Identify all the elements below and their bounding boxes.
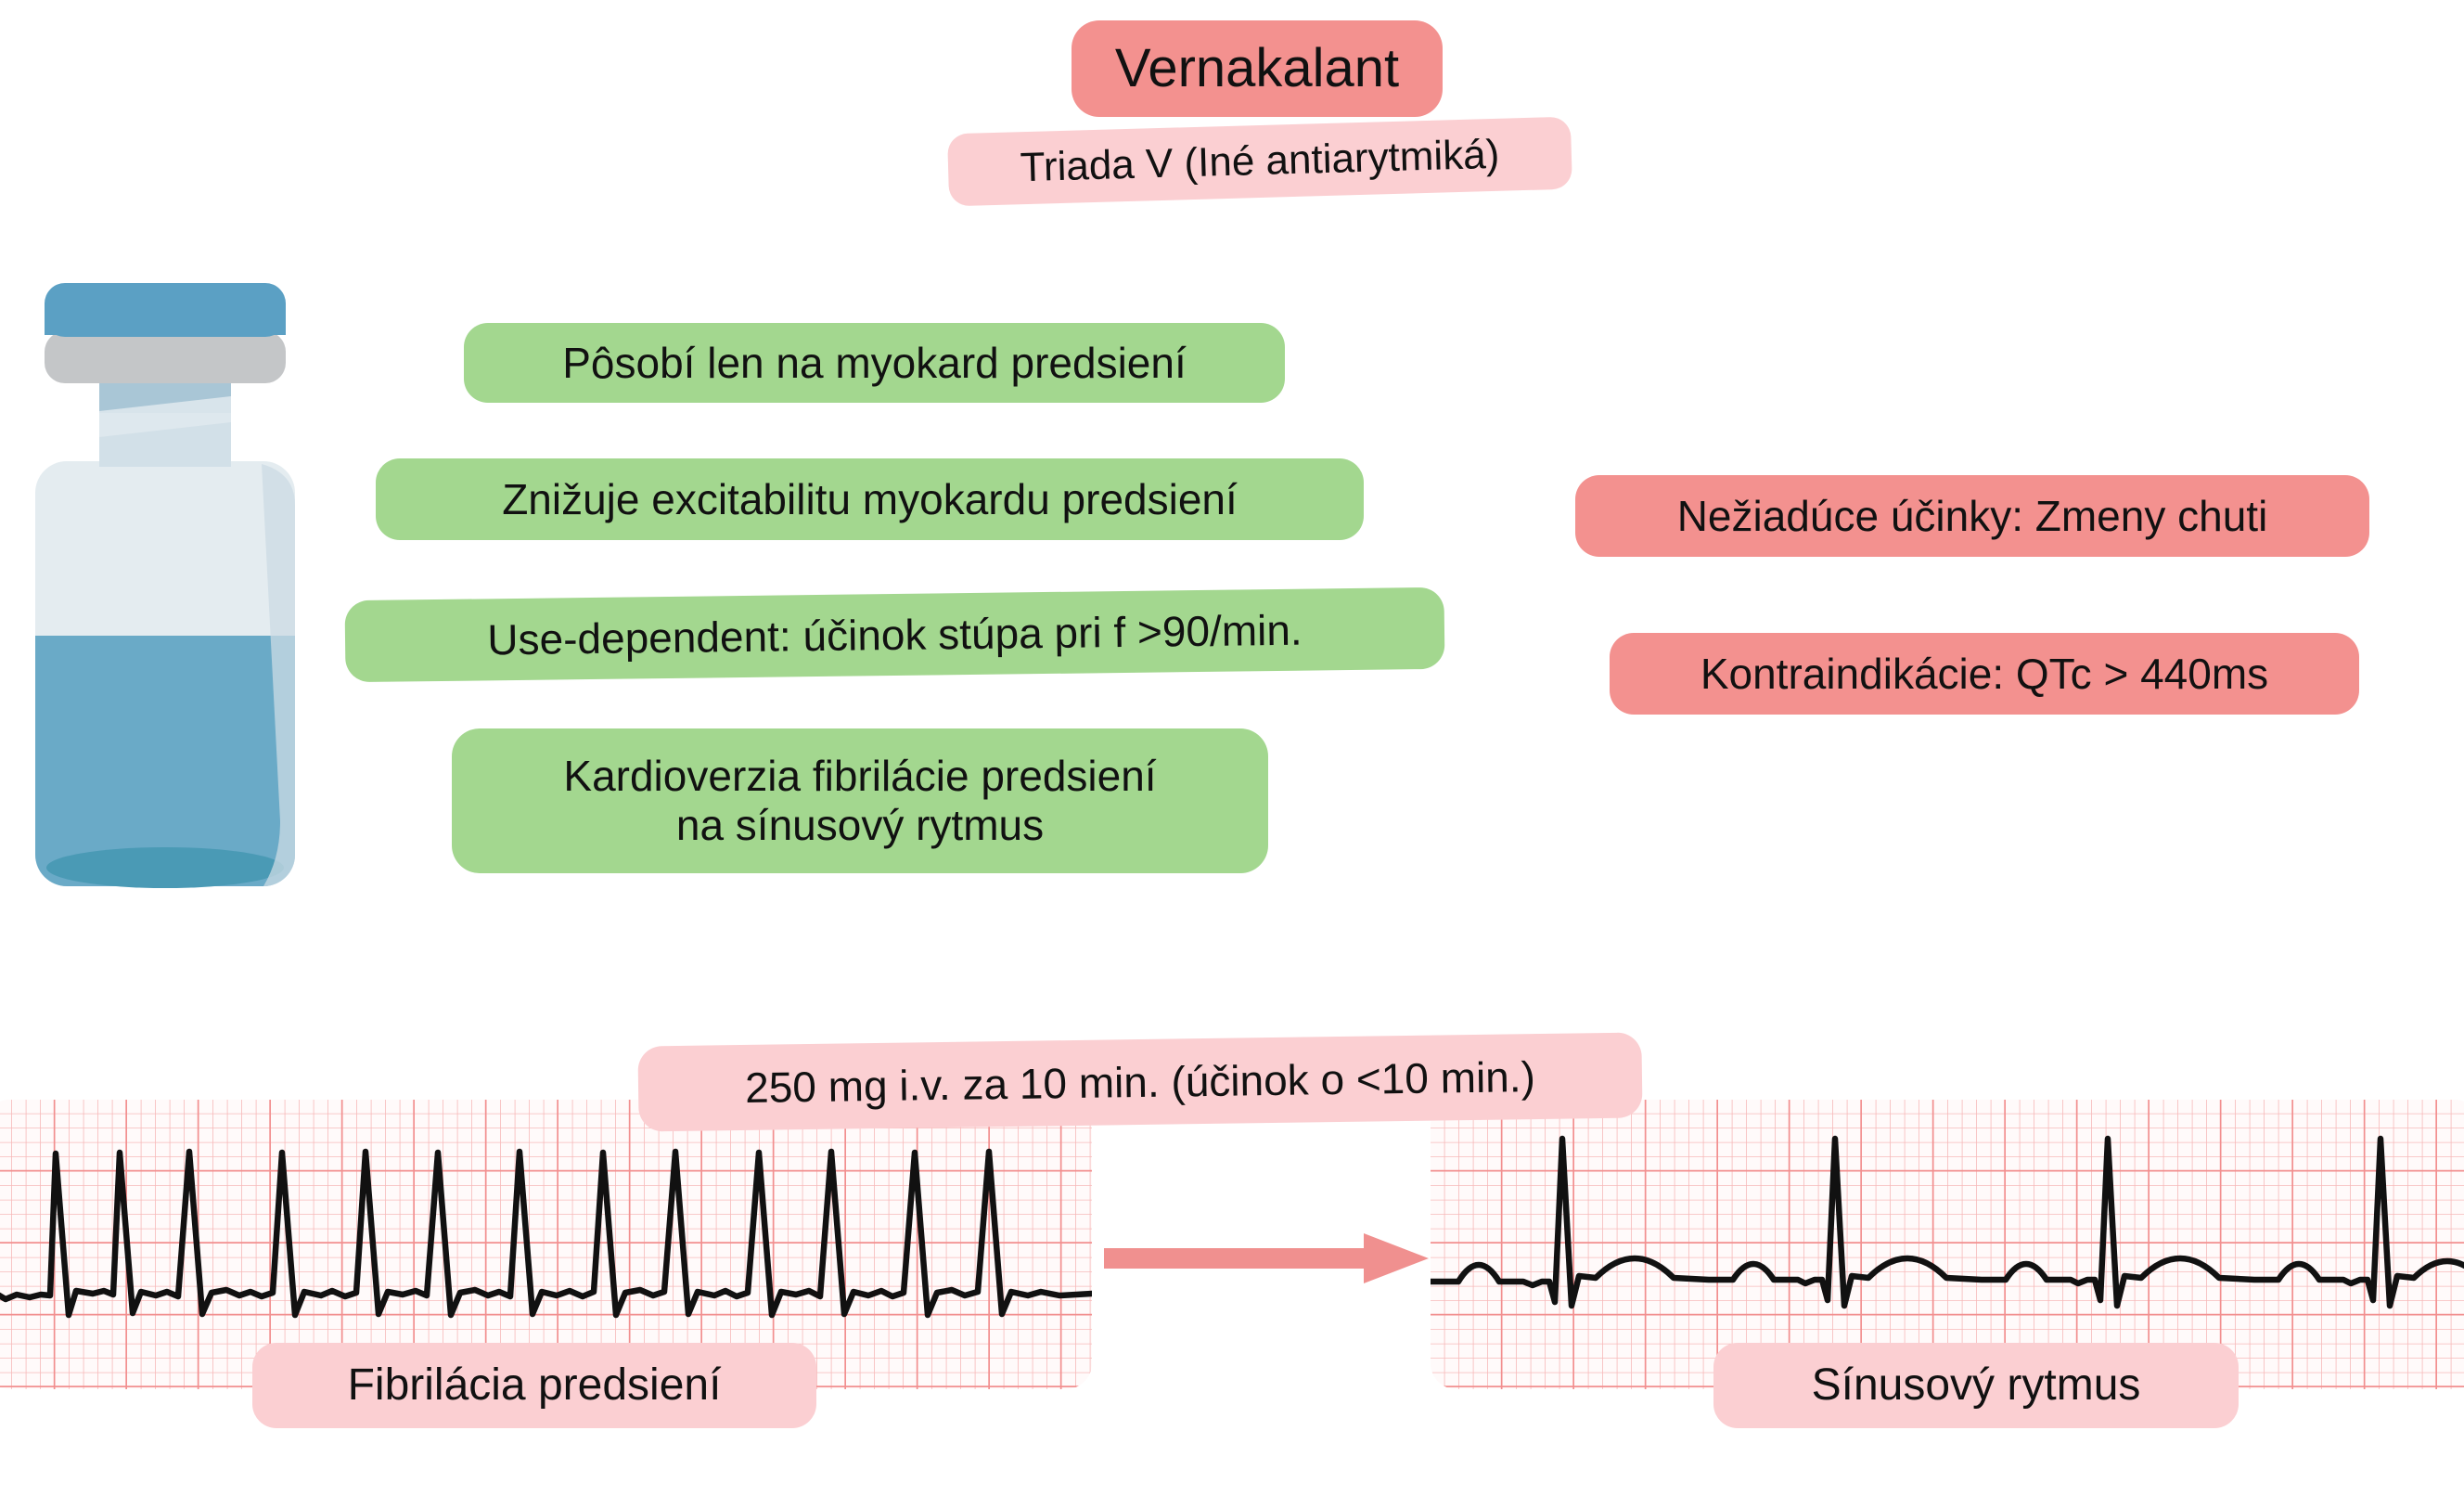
ecg-after-label: Sínusový rytmus: [1713, 1343, 2239, 1428]
adverse-effects-label: Nežiadúce účinky: Zmeny chuti: [1575, 475, 2369, 557]
indication-item: Kardioverzia fibrilácie predsiení na sín…: [452, 728, 1268, 873]
effect-item-2: Znižuje excitabilitu myokardu predsiení: [376, 458, 1364, 540]
arrow-right-icon: [1104, 1230, 1429, 1287]
ecg-sinus-rhythm-icon: [1431, 1100, 2464, 1389]
drug-title: Vernakalant: [1072, 20, 1443, 117]
dosing-label: 250 mg i.v. za 10 min. (účinok o <10 min…: [637, 1032, 1643, 1132]
contraindications-label: Kontraindikácie: QTc > 440ms: [1610, 633, 2359, 715]
indication-line-2: na sínusový rytmus: [675, 801, 1045, 849]
effect-item-3: Use-dependent: účinok stúpa pri f >90/mi…: [344, 586, 1445, 683]
ecg-atrial-fibrillation-icon: [0, 1100, 1092, 1389]
drug-vial-icon: [28, 274, 302, 900]
drug-classification: Triada V (Iné antiarytmiká): [947, 116, 1572, 207]
ecg-before-label: Fibrilácia predsiení: [252, 1343, 816, 1428]
indication-line-1: Kardioverzia fibrilácie predsiení: [563, 752, 1157, 801]
effect-item-1: Pôsobí len na myokard predsiení: [464, 323, 1285, 403]
